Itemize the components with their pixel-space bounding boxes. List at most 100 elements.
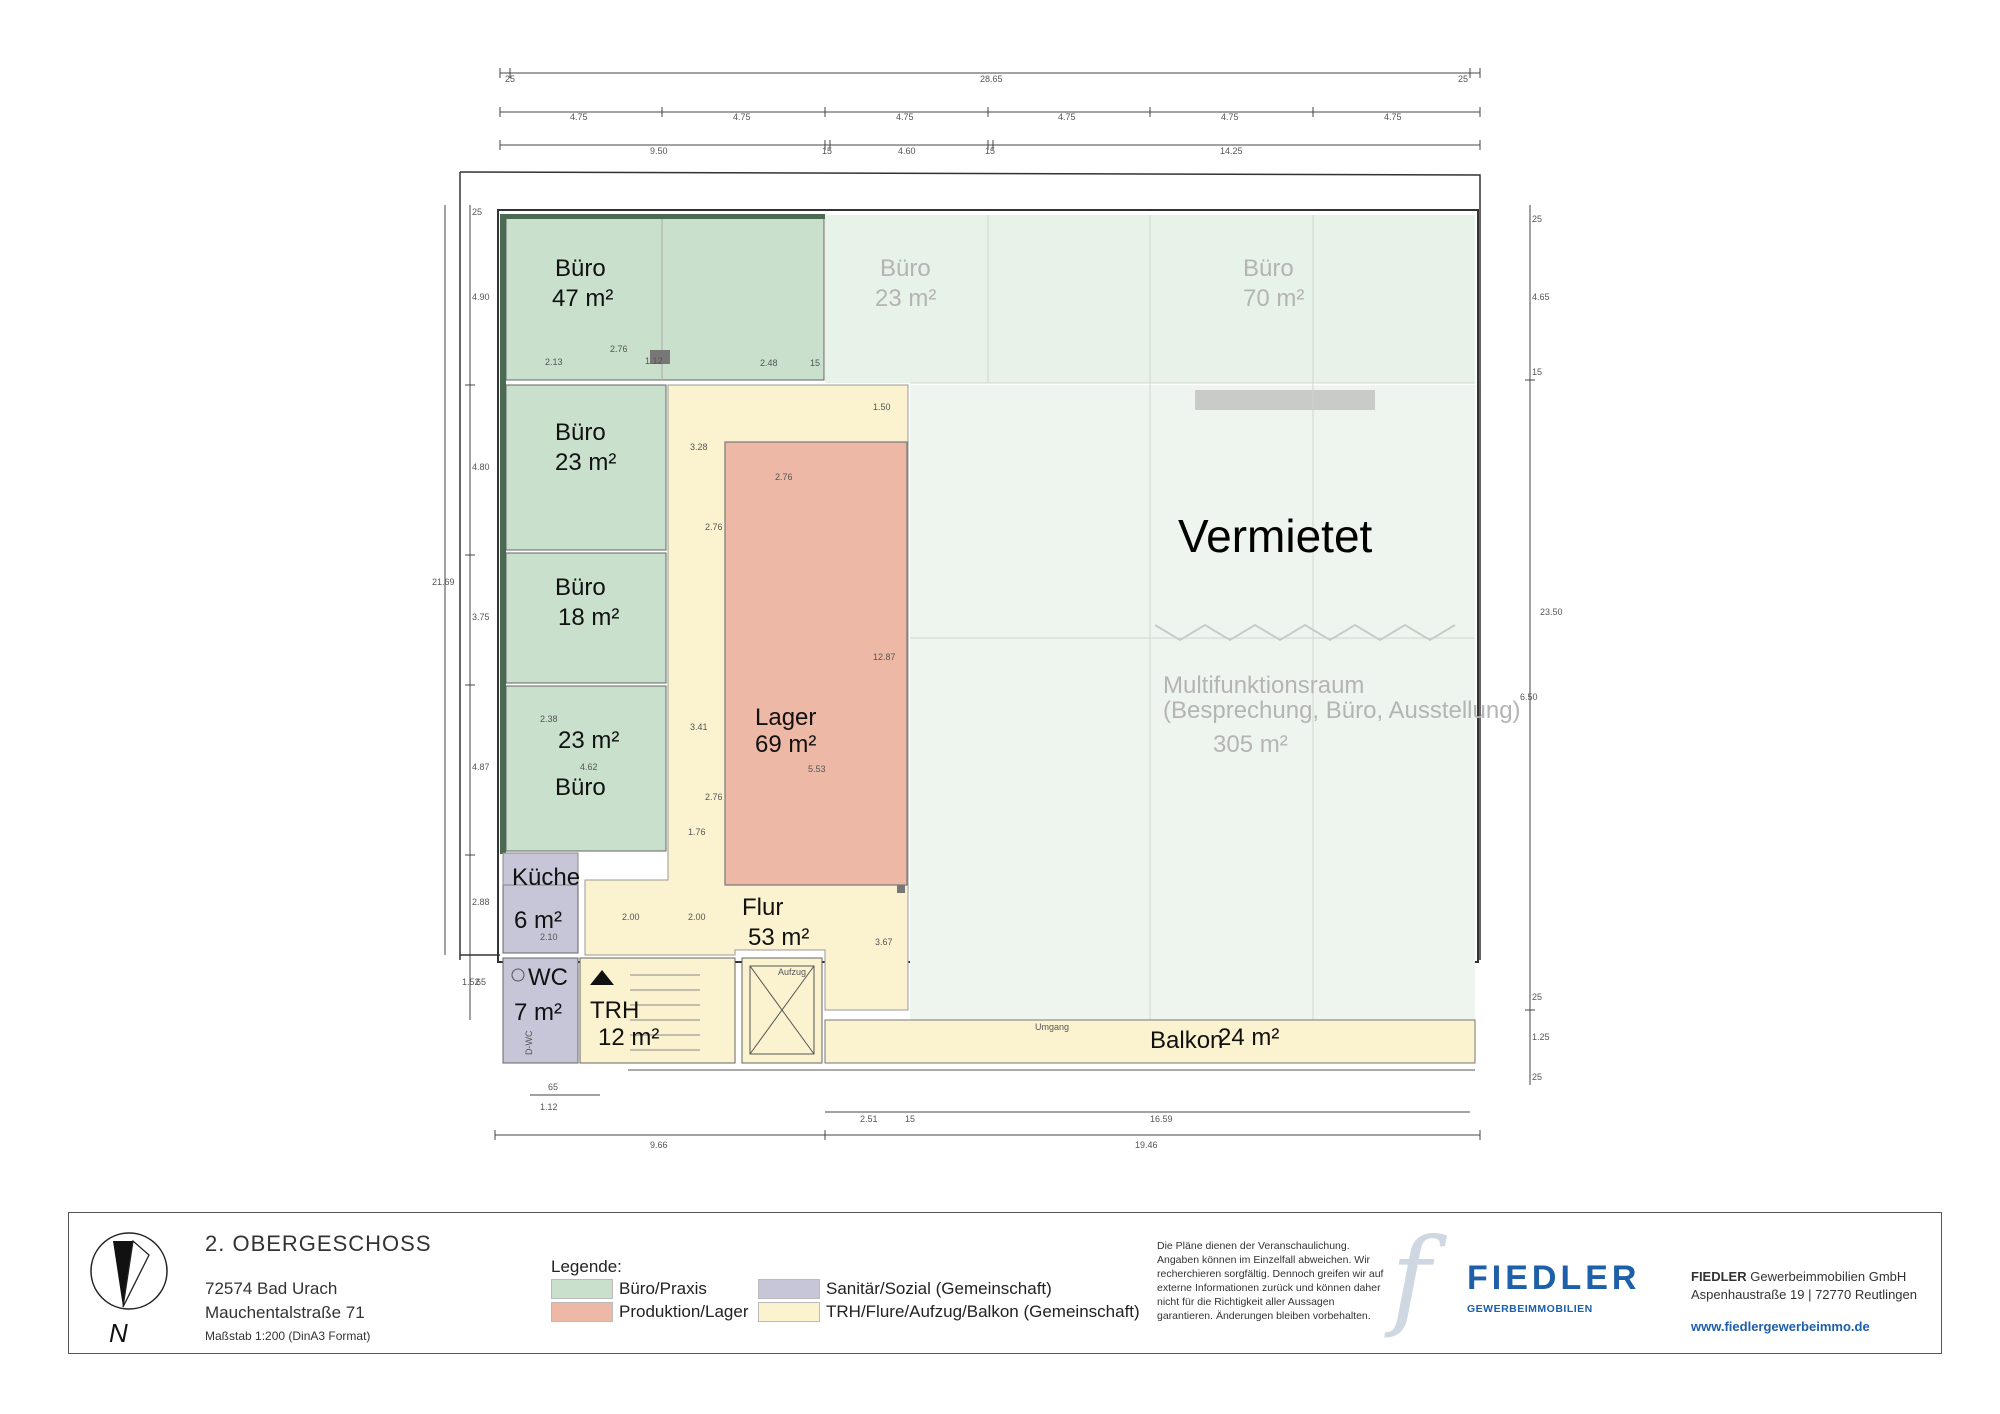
dim-top1-1: 28.65	[980, 74, 1003, 84]
dim-top3-2: 4.60	[898, 146, 916, 156]
rented-buero-70-label: Büro	[1243, 255, 1294, 282]
city: 72574 Bad Urach	[205, 1279, 338, 1298]
dim-right-1: 4.65	[1532, 292, 1550, 302]
dim-left-2: 4.80	[472, 462, 490, 472]
title-block: N 2. OBERGESCHOSS 72574 Bad Urach Mauche…	[68, 1212, 1942, 1354]
dim-left-6: 1.52	[462, 977, 480, 987]
company-name-rest: Gewerbeimmobilien GmbH	[1746, 1269, 1907, 1284]
floor-title: 2. OBERGESCHOSS	[205, 1231, 432, 1256]
room-buero-23b: 23 m² Büro	[505, 685, 667, 852]
dwc-label: D-WC	[524, 1030, 534, 1055]
dim-top2-0: 4.75	[570, 112, 588, 122]
dim-int-11: 2.76	[705, 792, 723, 802]
rented-buero-70-area: 70 m²	[1243, 285, 1304, 312]
room-area: 18 m²	[558, 604, 619, 631]
room-area: 24 m²	[1218, 1024, 1279, 1051]
room-wc: WC 7 m² D-WC	[502, 957, 579, 1064]
dim-int-17: 5.53	[808, 764, 826, 774]
room-buero-47: Büro 47 m²	[505, 217, 825, 381]
dim-top2-4: 4.75	[1221, 112, 1239, 122]
facade-wall	[500, 214, 506, 854]
room-area: 69 m²	[755, 731, 816, 758]
dim-int-6: 2.76	[775, 472, 793, 482]
north-arrow-icon: N	[90, 1232, 168, 1347]
room-label: WC	[528, 964, 568, 991]
dim-left-8: 21.69	[432, 577, 455, 587]
legend-label-buero: Büro/Praxis	[619, 1279, 707, 1298]
dim-bottom2-1: 19.46	[1135, 1140, 1158, 1150]
dim-right-5: 25	[1532, 992, 1542, 1002]
rented-area	[825, 215, 1475, 1020]
room-buero-23a: Büro 23 m²	[505, 384, 667, 551]
room-label: Büro	[555, 774, 606, 801]
room-label: Küche	[512, 864, 580, 891]
dim-right-0: 25	[1532, 214, 1542, 224]
company-website-link[interactable]: www.fiedlergewerbeimmo.de	[1691, 1319, 1870, 1334]
room-label: Büro	[555, 574, 606, 601]
dim-bottom1-4: 16.59	[1150, 1114, 1173, 1124]
dim-int-0: 2.13	[545, 357, 563, 367]
room-label: Lager	[755, 704, 816, 731]
room-area: 53 m²	[748, 924, 809, 951]
company-address: Aspenhaustraße 19 | 72770 Reutlingen	[1691, 1287, 1917, 1302]
room-area: 7 m²	[514, 999, 562, 1026]
dim-top2-5: 4.75	[1384, 112, 1402, 122]
street: Mauchentalstraße 71	[205, 1303, 365, 1322]
dim-int-3: 2.48	[760, 358, 778, 368]
dim-int-8: 2.38	[540, 714, 558, 724]
dimension-labels-top: 25 28.65 25 4.75 4.75 4.75 4.75 4.75 4.7…	[505, 74, 1468, 156]
dim-int-5: 3.28	[690, 442, 708, 452]
dim-left-7: 65	[476, 977, 486, 987]
room-area: 12 m²	[598, 1024, 659, 1051]
dim-int-10: 3.41	[690, 722, 708, 732]
dim-bottom2-0: 9.66	[650, 1140, 668, 1150]
logo-sub: GEWERBEIMMOBILIEN	[1467, 1303, 1593, 1315]
dim-right-2: 15	[1532, 367, 1542, 377]
dim-int-4: 15	[810, 358, 820, 368]
room-buero-18: Büro 18 m²	[505, 552, 667, 684]
dim-top1-2: 25	[1458, 74, 1468, 84]
elevator-label: Aufzug	[778, 967, 806, 977]
legend-swatch-lager	[551, 1302, 613, 1322]
dim-int-19: 2.10	[540, 932, 558, 942]
dim-top3-0: 9.50	[650, 146, 668, 156]
dim-bottom1-3: 15	[905, 1114, 915, 1124]
dim-left-0: 25	[472, 207, 482, 217]
dimension-lines-bottom	[494, 1094, 1481, 1140]
floor-plan: 25 28.65 25 4.75 4.75 4.75 4.75 4.75 4.7…	[432, 68, 1563, 1150]
multifunktion-label: Multifunktionsraum	[1163, 672, 1364, 699]
legend-label-lager: Produktion/Lager	[619, 1302, 749, 1321]
dim-int-9: 4.62	[580, 762, 598, 772]
legend-swatch-sanitaer	[758, 1279, 820, 1299]
rented-label: Vermietet	[1178, 510, 1373, 562]
dim-top2-2: 4.75	[896, 112, 914, 122]
dim-right-6: 1.25	[1532, 1032, 1550, 1042]
company-name: FIEDLER Gewerbeimmobilien GmbH	[1691, 1269, 1906, 1284]
room-label: TRH	[590, 997, 639, 1024]
dim-int-16: 12.87	[873, 652, 896, 662]
legend-title: Legende:	[551, 1257, 622, 1276]
room-label: Büro	[555, 419, 606, 446]
rented-labels: Büro 23 m² Büro 70 m² Multifunktionsraum…	[875, 255, 1521, 758]
dim-top2-1: 4.75	[733, 112, 751, 122]
compass-letter: N	[109, 1318, 128, 1347]
multifunktion-area: 305 m²	[1213, 731, 1288, 758]
dim-int-14: 2.00	[688, 912, 706, 922]
legend-label-sanitaer: Sanitär/Sozial (Gemeinschaft)	[826, 1279, 1052, 1298]
scale: Maßstab 1:200 (DinA3 Format)	[205, 1329, 371, 1343]
dim-right-7: 25	[1532, 1072, 1542, 1082]
dim-left-3: 3.75	[472, 612, 490, 622]
dim-bottom1-0: 65	[548, 1082, 558, 1092]
room-kueche: Küche 6 m²	[502, 852, 580, 954]
facade-wall-top	[500, 214, 825, 219]
dimension-labels-interior: 2.13 2.76 1.12 2.48 15 3.28 2.76 2.76 2.…	[540, 344, 896, 947]
umgang-label: Umgang	[1035, 1022, 1069, 1032]
legend-label-trh: TRH/Flure/Aufzug/Balkon (Gemeinschaft)	[826, 1302, 1140, 1321]
room-area: 6 m²	[514, 907, 562, 934]
room-area: 47 m²	[552, 285, 613, 312]
dim-int-18: 1.50	[873, 402, 891, 412]
dim-int-1: 2.76	[610, 344, 628, 354]
dimension-lines-side	[444, 205, 1535, 1085]
rented-buero-23-label: Büro	[880, 255, 931, 282]
room-trh: TRH 12 m²	[579, 957, 736, 1064]
